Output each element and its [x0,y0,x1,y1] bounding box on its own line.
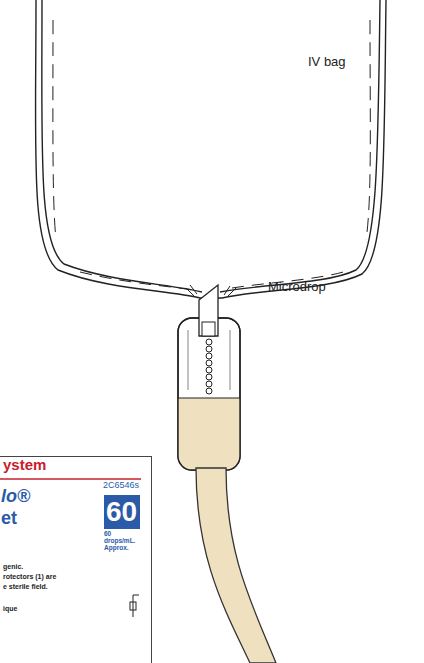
label-text: et [1,509,17,529]
drop [206,381,212,387]
part-label: IV bag [308,55,346,69]
drop [206,388,212,394]
label-text: 60 drops/mL. Approx. [104,530,140,551]
tubing [196,468,276,663]
drip-chamber [170,318,250,478]
label-text: rotectors (1) are [3,573,56,581]
drop [206,346,212,352]
label-text: lo® [1,487,30,507]
spike [199,285,218,336]
drop [206,367,212,373]
label-text: 2C6546s [103,481,139,491]
part-label: Microdrop [268,280,326,294]
label-text: genic. [3,563,23,571]
drop [206,360,212,366]
label-text: ique [3,605,17,613]
label-text: ystem [3,457,46,474]
drop-factor-number: 60 [106,497,137,528]
iv-bag [35,0,386,298]
label-text: e sterile field. [3,583,48,591]
drops [206,339,212,394]
drop-factor-box: 60 [104,495,140,529]
drop [206,374,212,380]
package-label: ystem lo®et 2C6546s 60 drops/mL. Approx. gen… [0,456,152,663]
drop [206,339,212,345]
drop [206,353,212,359]
